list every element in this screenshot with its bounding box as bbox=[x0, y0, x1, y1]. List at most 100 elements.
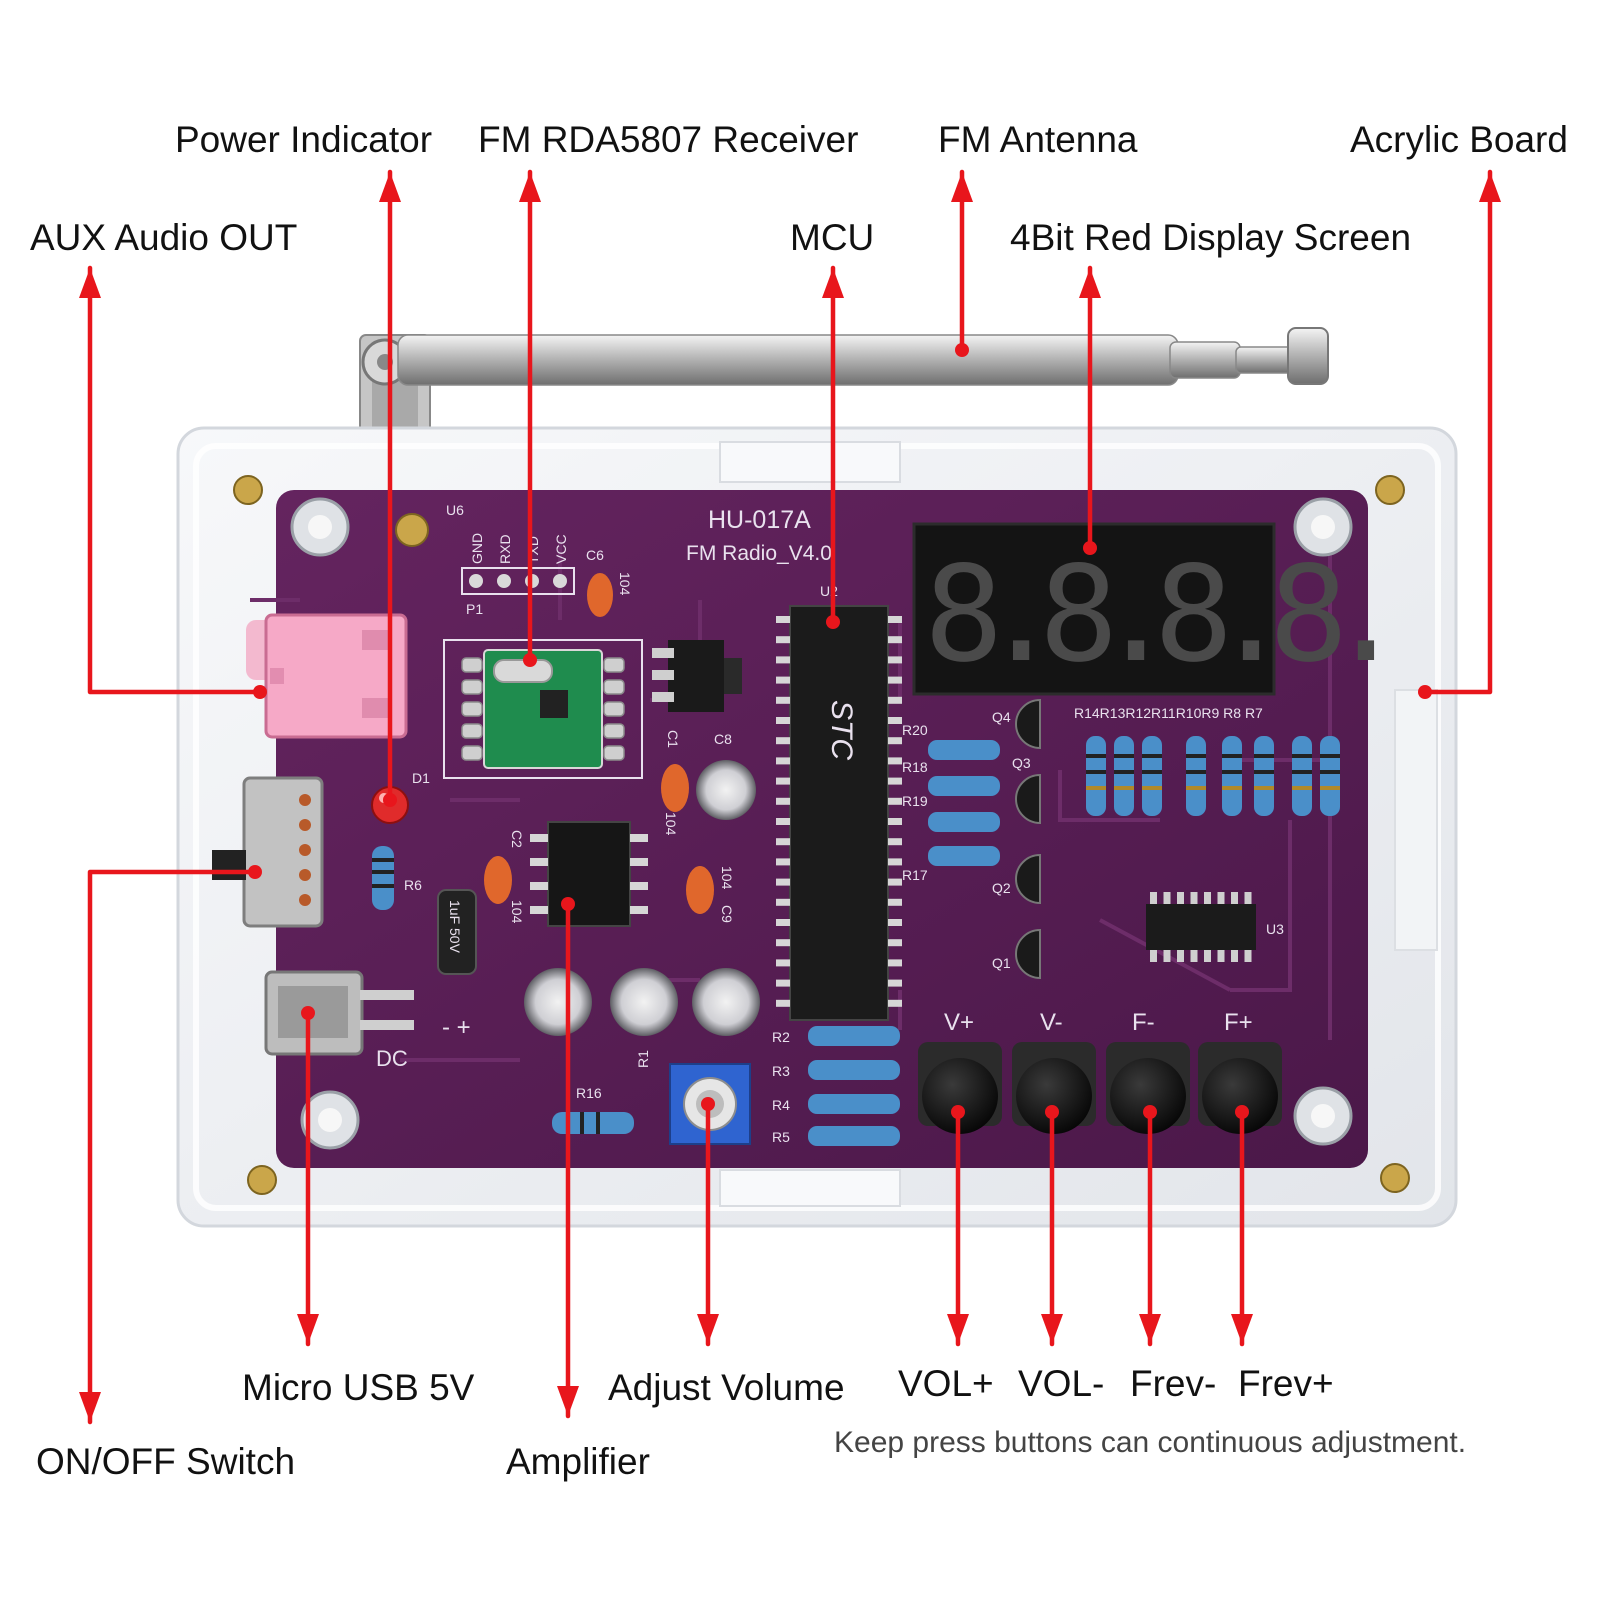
r6-label: R6 bbox=[404, 877, 422, 893]
mcu-pin bbox=[888, 757, 902, 765]
mcu-pin bbox=[888, 838, 902, 846]
label-acrylic-board: Acrylic Board bbox=[1350, 119, 1568, 160]
pin-gnd-label: GND bbox=[469, 533, 485, 564]
c1-label: C1 bbox=[665, 730, 681, 748]
callout-labels: Power Indicator FM RDA5807 Receiver FM A… bbox=[30, 119, 1568, 1482]
mcu-pin bbox=[776, 818, 790, 825]
resistor-band bbox=[1292, 770, 1312, 774]
capacitor-c2: C2 104 bbox=[484, 830, 525, 924]
c8-label: C8 bbox=[714, 731, 732, 747]
resistors-mid: R20 R18 R19 R17 bbox=[902, 722, 1000, 883]
arrow-origin-dot bbox=[523, 653, 537, 667]
aux-audio-jack bbox=[246, 613, 408, 739]
arrow-origin-dot bbox=[951, 1105, 965, 1119]
cap-1uf-text: 1uF 50V bbox=[447, 900, 463, 954]
frev-plus-button[interactable] bbox=[1198, 1042, 1282, 1134]
frev-minus-button[interactable] bbox=[1106, 1042, 1190, 1134]
resistor-band bbox=[1114, 786, 1134, 790]
display-screen: 8.8.8.8. bbox=[912, 522, 1406, 696]
u2-label: U2 bbox=[820, 583, 838, 599]
resistor-r6: R6 bbox=[372, 846, 422, 910]
mcu-pin bbox=[888, 616, 902, 623]
mcu-pin bbox=[888, 656, 902, 664]
resistor-band bbox=[1254, 754, 1274, 758]
label-fm-receiver: FM RDA5807 Receiver bbox=[478, 119, 858, 160]
resistor-band bbox=[1142, 754, 1162, 758]
u3-label: U3 bbox=[1266, 921, 1284, 937]
resistor-band bbox=[1292, 754, 1312, 758]
mcu-pin bbox=[888, 717, 902, 724]
resistor-band bbox=[1114, 754, 1134, 758]
p1-header: GND RXD TXD VCC P1 bbox=[461, 533, 575, 617]
mcu-pin bbox=[888, 878, 902, 886]
c1-value: 104 bbox=[663, 812, 679, 836]
arrow-origin-dot bbox=[301, 1006, 315, 1020]
btn-vminus-silk: V- bbox=[1040, 1009, 1063, 1036]
c9-label: C9 bbox=[719, 905, 735, 923]
mcu-pin bbox=[888, 737, 902, 745]
bank-resistor bbox=[1114, 736, 1134, 816]
mcu-pin bbox=[888, 636, 902, 644]
pin-vcc-label: VCC bbox=[553, 534, 569, 564]
u3-pin bbox=[1177, 892, 1184, 904]
u3-pin bbox=[1150, 950, 1157, 962]
u3-pin bbox=[1231, 892, 1238, 904]
btn-fplus-silk: F+ bbox=[1224, 1009, 1253, 1036]
arrow-origin-dot bbox=[1235, 1105, 1249, 1119]
label-fm-antenna: FM Antenna bbox=[938, 119, 1138, 160]
mcu-pin bbox=[776, 797, 790, 805]
arrow-origin-dot bbox=[561, 897, 575, 911]
board-model-label: HU-017A bbox=[708, 506, 811, 534]
pin-txd-label: TXD bbox=[525, 536, 541, 564]
fm-radio-kit: HU-017A FM Radio_V4.0 U6 GND RXD TXD VCC… bbox=[176, 327, 1458, 1228]
label-frev-minus: Frev- bbox=[1130, 1363, 1216, 1404]
mcu-pin bbox=[776, 858, 790, 866]
arrowhead bbox=[951, 172, 973, 202]
vol-plus-button[interactable] bbox=[918, 1042, 1002, 1134]
r18-label: R18 bbox=[902, 759, 928, 775]
resistor-band bbox=[1222, 770, 1242, 774]
r1-label: R1 bbox=[635, 1050, 651, 1068]
q3-label: Q3 bbox=[1012, 755, 1031, 771]
resistor-band bbox=[1222, 754, 1242, 758]
electrolytic-caps-row bbox=[524, 968, 760, 1036]
u3-pin bbox=[1204, 950, 1211, 962]
mcu-pin bbox=[776, 979, 790, 987]
capacitor-c6: C6 104 bbox=[586, 547, 633, 617]
mcu-pin bbox=[888, 939, 902, 947]
bank-resistor bbox=[1186, 736, 1206, 816]
mcu-pin bbox=[888, 999, 902, 1007]
c6-value: 104 bbox=[617, 572, 633, 596]
c6-label: C6 bbox=[586, 547, 604, 563]
c2-label: C2 bbox=[509, 830, 525, 848]
resistor-band bbox=[1114, 770, 1134, 774]
p1-label: P1 bbox=[466, 601, 483, 617]
arrowhead bbox=[1479, 172, 1501, 202]
arrowhead bbox=[822, 268, 844, 298]
mcu-pin bbox=[776, 737, 790, 745]
resistor-bank: R14R13R12R11R10R9 R8 R7 bbox=[1074, 705, 1340, 816]
arrowhead bbox=[79, 1392, 101, 1422]
d1-label: D1 bbox=[412, 770, 430, 786]
u3-pin bbox=[1163, 950, 1171, 962]
mcu-pin bbox=[888, 696, 902, 704]
mcu-pin bbox=[776, 676, 790, 684]
bank-resistor bbox=[1292, 736, 1312, 816]
mcu-pin bbox=[776, 878, 790, 886]
mcu-pin bbox=[776, 959, 790, 967]
q4-label: Q4 bbox=[992, 709, 1011, 725]
arrowhead bbox=[557, 1386, 579, 1416]
mcu-pin bbox=[888, 858, 902, 866]
bank-resistor bbox=[1320, 736, 1340, 816]
arrow-origin-dot bbox=[248, 865, 262, 879]
mcu-pin bbox=[776, 616, 790, 623]
label-vol-plus: VOL+ bbox=[898, 1363, 994, 1404]
vol-minus-button[interactable] bbox=[1012, 1042, 1096, 1134]
callout-arrowheads bbox=[79, 172, 1501, 1422]
mounting-nuts bbox=[233, 475, 1410, 1195]
resistor-band bbox=[1086, 786, 1106, 790]
callout-dots bbox=[248, 343, 1432, 1119]
resistor-band bbox=[1086, 770, 1106, 774]
resistor-band bbox=[1320, 786, 1340, 790]
label-frev-plus: Frev+ bbox=[1238, 1363, 1334, 1404]
